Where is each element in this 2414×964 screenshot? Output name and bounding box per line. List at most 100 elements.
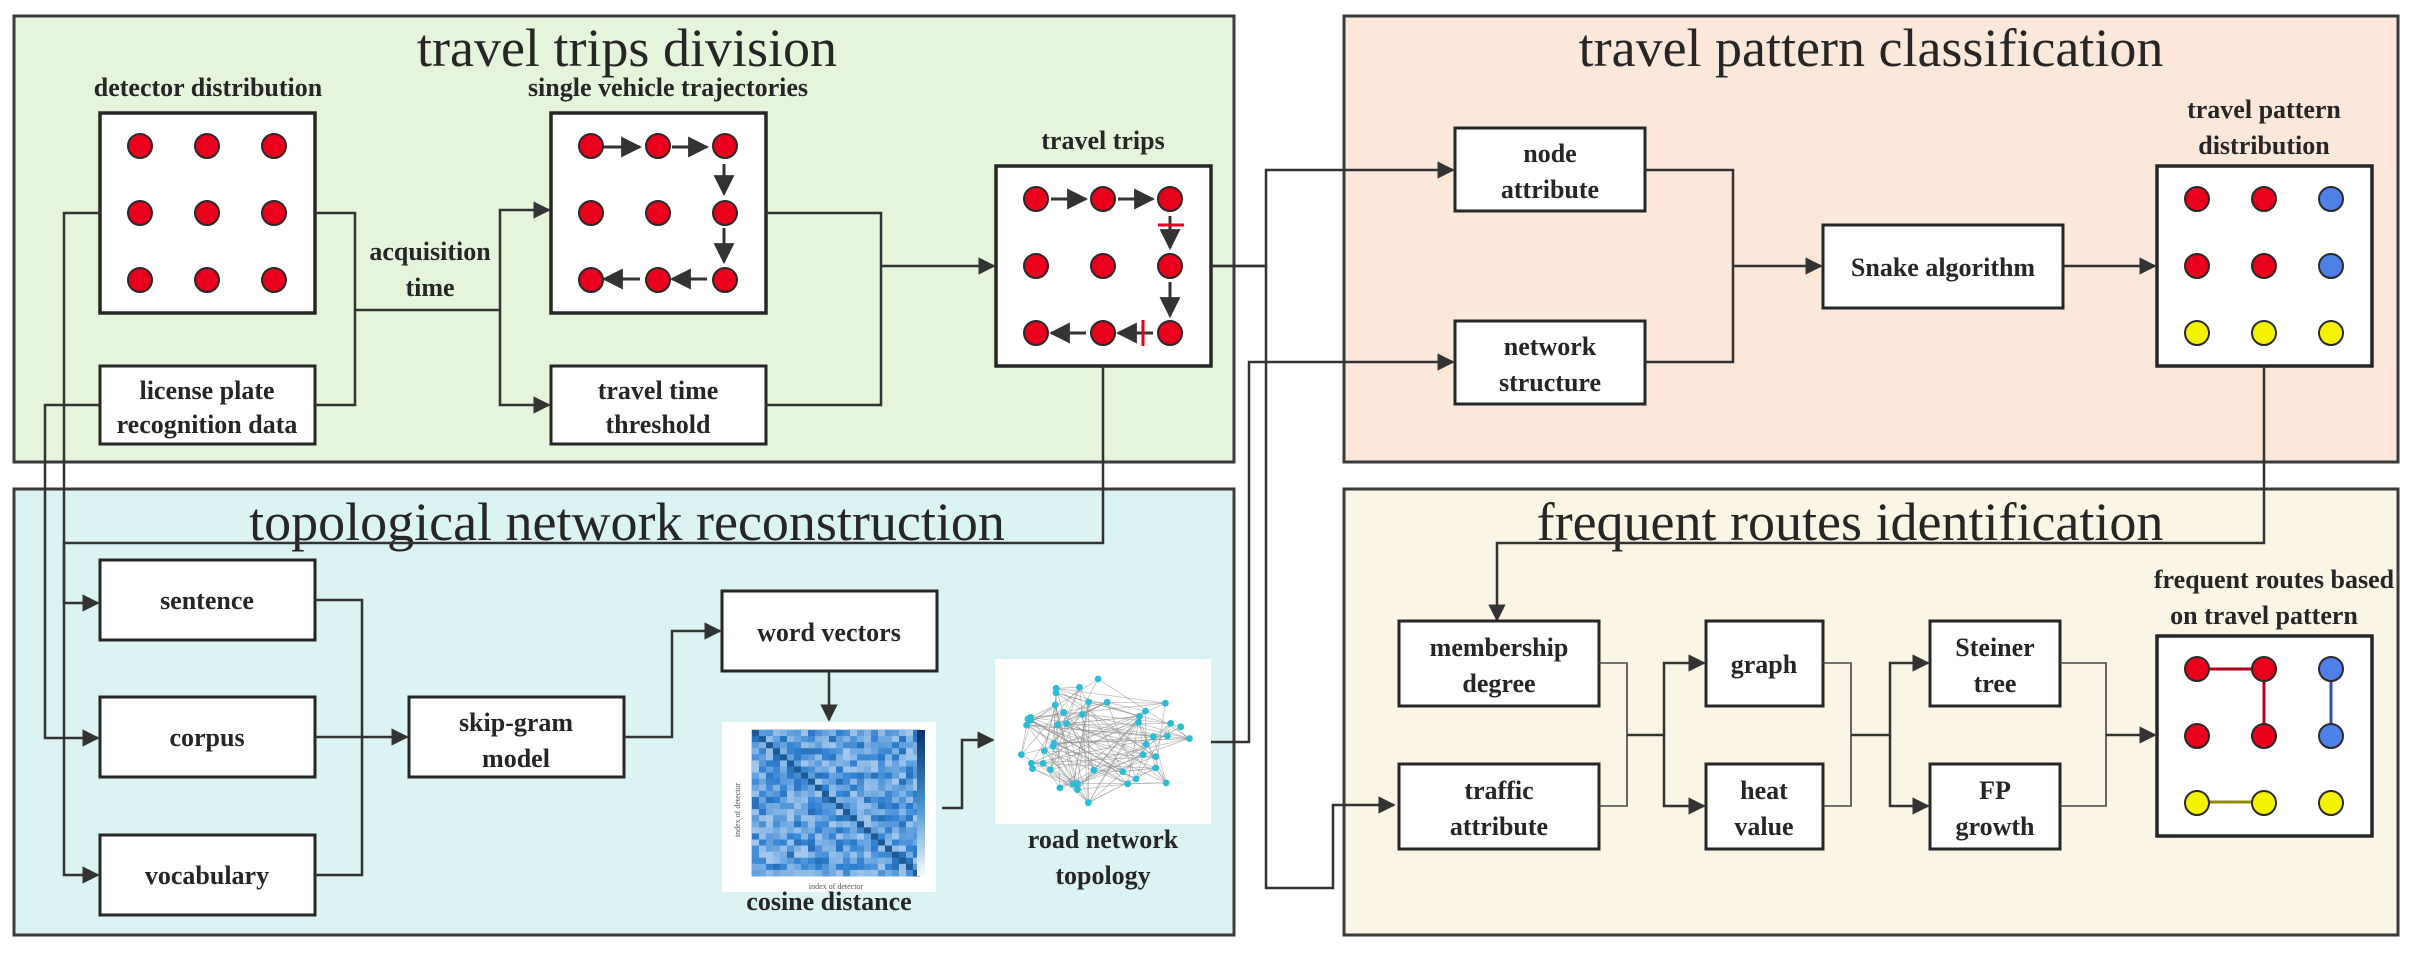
- topology-edge: [1088, 767, 1156, 804]
- topology-edge: [1055, 692, 1140, 717]
- heatmap-cell: [773, 869, 781, 877]
- heatmap-cell: [871, 796, 879, 804]
- pattern-dot-r3c3: [2318, 320, 2344, 346]
- heatmap-cell: [794, 815, 802, 822]
- heatmap-cell: [857, 851, 865, 859]
- heatmap-cell: [794, 772, 802, 779]
- detector-dots: [127, 133, 287, 293]
- heatmap-cell: [850, 796, 858, 804]
- label-steiner: Steiner: [1955, 633, 2034, 662]
- heatmap-cell: [808, 736, 816, 743]
- topology-node: [1039, 760, 1047, 767]
- sentence-box: [98, 558, 317, 642]
- heatmap-cell: [801, 851, 809, 859]
- label-travel-pattern: travel pattern: [2187, 95, 2341, 124]
- heatmap-cell: [780, 857, 788, 865]
- heatmap-cell: [759, 869, 767, 877]
- heatmap-cell: [871, 772, 879, 779]
- heatmap-cell: [843, 809, 851, 816]
- heatmap-cell: [773, 784, 781, 792]
- heatmap-cell: [871, 827, 879, 834]
- heatmap-cell: [752, 730, 760, 737]
- label-snake-algorithm: Snake algorithm: [1851, 253, 2036, 282]
- heatmap-cell: [864, 784, 872, 792]
- heatmap-cell: [878, 869, 886, 877]
- label-traffic-attribute: attribute: [1450, 812, 1548, 841]
- heatmap-cell: [843, 790, 851, 798]
- heatmap-cell: [878, 857, 886, 865]
- heatmap-cell: [794, 839, 802, 846]
- heatmap-cell: [892, 815, 900, 822]
- heatmap-cell: [822, 730, 830, 737]
- heatmap-cell: [794, 863, 802, 871]
- topology-edge: [1088, 754, 1144, 804]
- heatmap-cell: [759, 815, 767, 822]
- heatmap-cell: [906, 736, 914, 743]
- heatmap-cell: [787, 827, 795, 834]
- heatmap-cell: [773, 833, 781, 840]
- heatmap-cell: [836, 857, 844, 865]
- topology-node: [1124, 780, 1132, 788]
- topology-node: [1078, 711, 1086, 718]
- heatmap-cell: [794, 827, 802, 834]
- heatmap-cell: [850, 766, 858, 773]
- heatmap-cell: [773, 839, 781, 846]
- heatmap-cell: [808, 869, 816, 877]
- topology-edge: [1138, 722, 1167, 784]
- heatmap-cell: [850, 784, 858, 792]
- heatmap-cell: [759, 857, 767, 865]
- heatmap-cell: [864, 833, 872, 840]
- panel-title-pattern-classification: travel pattern classification: [1579, 18, 2164, 78]
- trip-dot-r2c2: [1090, 253, 1116, 279]
- topology-node: [1119, 768, 1127, 775]
- heatmap-cell: [857, 857, 865, 865]
- heatmap-cell: [822, 851, 830, 859]
- heatmap-cell: [899, 845, 907, 852]
- heatmap-cell: [913, 796, 921, 804]
- heatmap-cell: [913, 778, 921, 786]
- heatmap-cell: [850, 778, 858, 786]
- heatmap-cell: [857, 809, 865, 816]
- topology-edge: [1054, 704, 1074, 784]
- trajectory-arrows: [601, 136, 735, 290]
- heatmap-cell: [822, 803, 830, 810]
- topology-node: [1050, 739, 1058, 747]
- heatmap-cell: [780, 754, 788, 761]
- topology-edge: [1053, 746, 1128, 785]
- heat-value-box: [1704, 762, 1825, 851]
- heatmap-cell: [766, 754, 774, 761]
- heatmap-cell: [864, 803, 872, 810]
- heatmap-cell: [780, 821, 788, 828]
- heatmap-cell: [885, 730, 893, 737]
- heatmap-cell: [759, 736, 767, 743]
- heatmap-cell: [871, 754, 879, 761]
- heatmap-cell: [752, 790, 760, 798]
- heatmap-cell: [752, 845, 760, 852]
- heatmap-cell: [913, 845, 921, 852]
- heatmap-cell: [759, 748, 767, 755]
- heatmap-cell: [864, 863, 872, 871]
- heatmap-cell: [892, 839, 900, 846]
- trajectory-dot-r1c2: [645, 133, 671, 159]
- license-plate-box: [98, 364, 317, 446]
- route-dot-r1c1: [2184, 656, 2210, 682]
- heatmap-cell: [829, 851, 837, 859]
- heatmap-cell: [864, 827, 872, 834]
- travel-time-threshold-box: [549, 364, 768, 446]
- heatmap-cell: [801, 845, 809, 852]
- heatmap-cell: [871, 784, 879, 792]
- heatmap-cell: [752, 827, 760, 834]
- label-degree: degree: [1462, 669, 1535, 698]
- label-threshold: threshold: [606, 410, 712, 439]
- heatmap-cell: [850, 760, 858, 767]
- heatmap-cell: [850, 821, 858, 828]
- heatmap-cell: [892, 772, 900, 779]
- heatmap-cell: [857, 845, 865, 852]
- heatmap-cell: [801, 827, 809, 834]
- heatmap-cell: [836, 839, 844, 846]
- heatmap-cell: [913, 851, 921, 859]
- topology-edge: [1077, 782, 1167, 785]
- heatmap-cell: [801, 857, 809, 865]
- heatmap-cell: [787, 754, 795, 761]
